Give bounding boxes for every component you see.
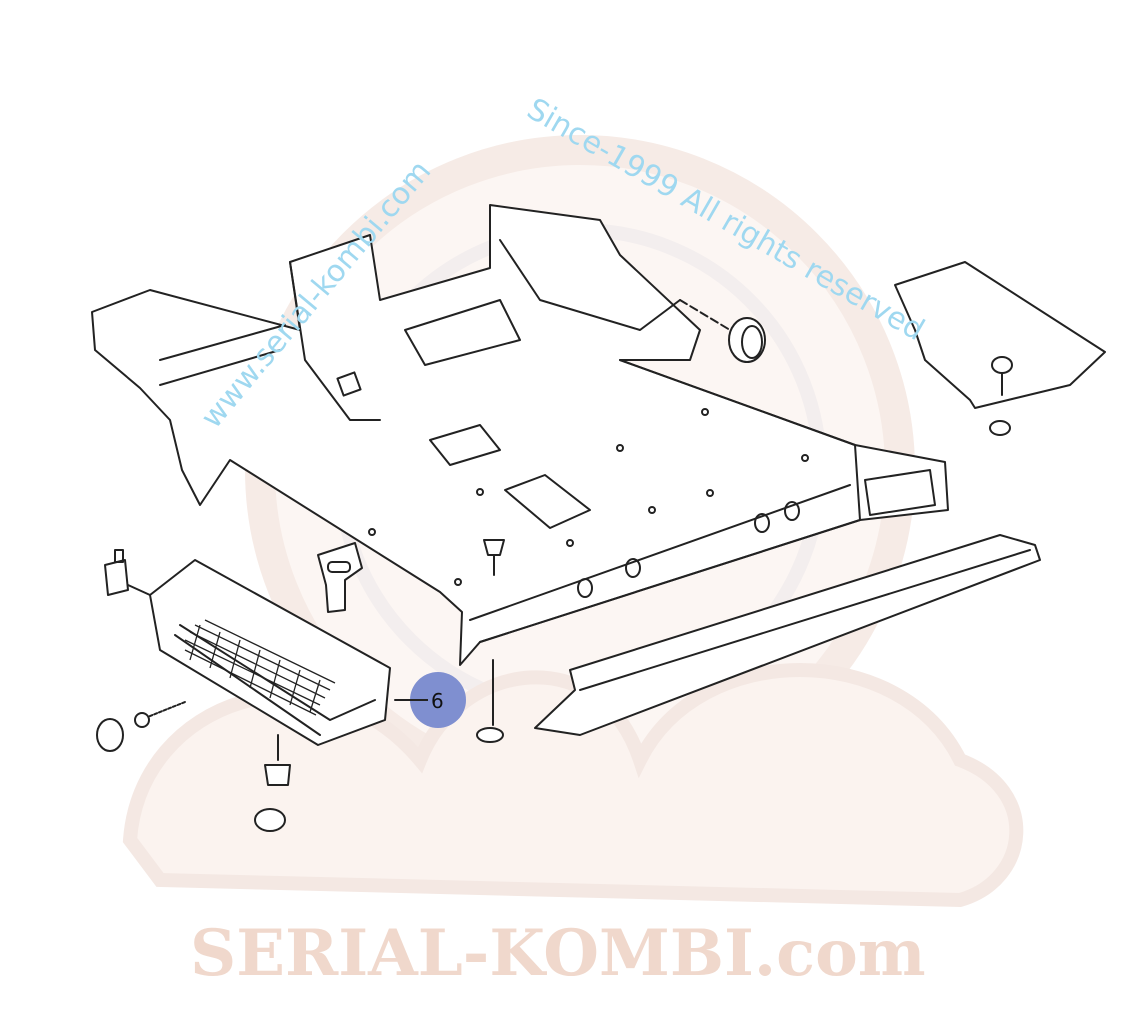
sill-panel <box>534 534 1041 736</box>
mounting-holes <box>368 408 809 598</box>
grommet-plug <box>679 299 766 363</box>
callout-6[interactable]: 6 <box>405 672 466 728</box>
floor-pan <box>91 204 949 666</box>
fasteners <box>96 539 505 832</box>
callout-badge[interactable] <box>410 672 466 728</box>
floor-mat <box>894 261 1106 436</box>
watermark-brand-text: SERIAL-KOMBI.com <box>190 916 926 991</box>
bracket <box>104 542 363 613</box>
callout-label: 6 <box>431 689 444 713</box>
